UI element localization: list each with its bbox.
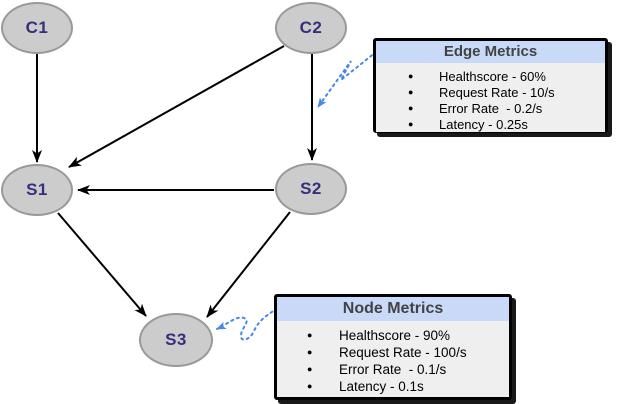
- bullet-icon: ●: [408, 70, 414, 81]
- metric-item-label: Healthscore - 60%: [439, 68, 546, 84]
- node-label: C2: [299, 18, 323, 37]
- metric-item: ● Error Rate - 0.1/s: [277, 361, 509, 378]
- metric-item-label: Healthscore - 90%: [339, 328, 451, 343]
- edge-metrics-title: Edge Metrics: [376, 41, 605, 63]
- edge-metrics-list: ● Healthscore - 60% ● Request Rate - 10/…: [376, 63, 605, 132]
- bullet-icon: ●: [307, 381, 313, 391]
- bullet-icon: ●: [307, 364, 313, 374]
- edge-s1-s3: [57, 212, 147, 317]
- metric-item-label: Latency - 0.1s: [339, 379, 424, 394]
- node-metrics-callout: Node Metrics ● Healthscore - 90% ● Reque…: [274, 294, 512, 400]
- edge-c2-s1: [68, 45, 285, 168]
- node-label: C1: [25, 18, 49, 37]
- node-s1: S1: [1, 164, 73, 216]
- node-s3: S3: [139, 313, 213, 367]
- bullet-icon: ●: [408, 102, 414, 113]
- edge-metrics-callout: Edge Metrics ● Healthscore - 60% ● Reque…: [373, 38, 608, 133]
- node-s2: S2: [275, 163, 347, 215]
- metric-item-label: Error Rate - 0.2/s: [439, 100, 543, 116]
- bullet-icon: ●: [307, 330, 313, 340]
- metric-item: ● Error Rate - 0.2/s: [376, 100, 605, 116]
- node-metrics-title: Node Metrics: [277, 297, 509, 321]
- node-label: S1: [26, 180, 48, 199]
- metric-item-label: Request Rate - 10/s: [439, 84, 555, 100]
- bullet-icon: ●: [408, 86, 414, 97]
- node-label: S3: [165, 330, 187, 349]
- pointer-arrow-node-metrics: [216, 305, 284, 341]
- metric-item: ● Latency - 0.1s: [277, 378, 509, 395]
- node-metrics-list: ● Healthscore - 90% ● Request Rate - 100…: [277, 321, 509, 395]
- metric-item: ● Healthscore - 60%: [376, 68, 605, 84]
- metric-item: ● Request Rate - 100/s: [277, 344, 509, 361]
- metric-item: ● Healthscore - 90%: [277, 327, 509, 344]
- metric-item-label: Latency - 0.25s: [439, 116, 528, 132]
- metric-item-label: Error Rate - 0.1/s: [339, 362, 447, 377]
- metric-item-label: Request Rate - 100/s: [339, 345, 467, 360]
- edge-s2-s3: [206, 211, 291, 318]
- metric-item: ● Latency - 0.25s: [376, 116, 605, 132]
- node-c1: C1: [1, 2, 73, 54]
- bullet-icon: ●: [307, 347, 313, 357]
- bullet-icon: ●: [408, 118, 414, 129]
- pointer-arrow-edge-metrics: [317, 43, 387, 108]
- node-c2: C2: [275, 2, 347, 54]
- metric-item: ● Request Rate - 10/s: [376, 84, 605, 100]
- node-label: S2: [300, 179, 322, 198]
